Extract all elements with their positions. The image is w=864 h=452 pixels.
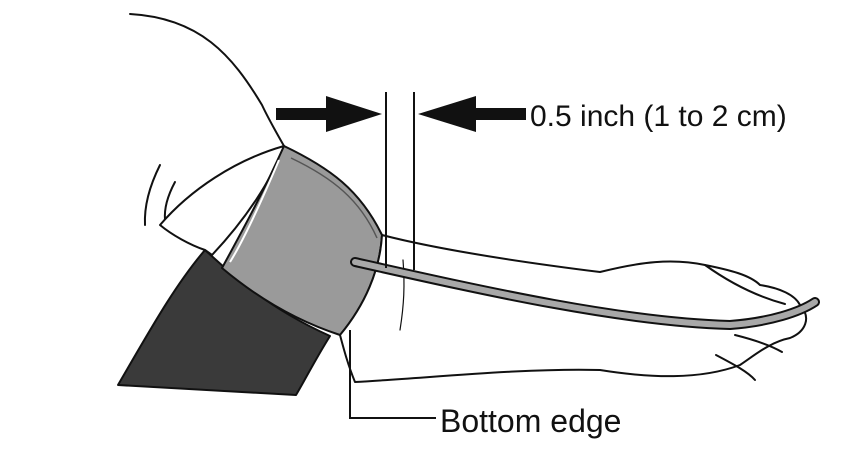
measurement-guides xyxy=(385,92,415,270)
bottom-edge-leader xyxy=(349,330,436,419)
air-tube xyxy=(350,257,820,331)
arrow-right-icon xyxy=(276,96,382,132)
torso-outline xyxy=(129,13,285,226)
measurement-label: 0.5 inch (1 to 2 cm) xyxy=(530,100,787,133)
bottom-edge-label: Bottom edge xyxy=(440,403,621,439)
cuff xyxy=(221,145,383,336)
arrow-left-icon xyxy=(418,96,526,132)
